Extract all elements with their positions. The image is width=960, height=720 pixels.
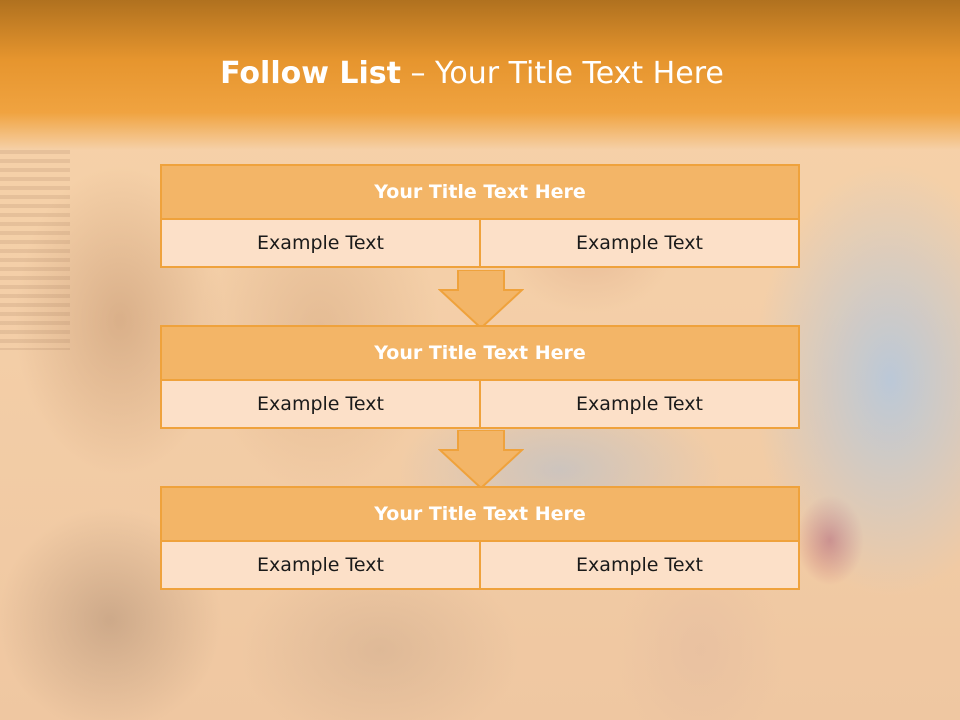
step-box-2: Your Title Text Here Example Text Exampl… (160, 325, 800, 429)
step-2-left-cell: Example Text (160, 379, 481, 429)
window-blinds (0, 150, 70, 350)
step-title-2: Your Title Text Here (160, 325, 800, 381)
step-title-1: Your Title Text Here (160, 164, 800, 220)
step-box-1: Your Title Text Here Example Text Exampl… (160, 164, 800, 268)
down-arrow-icon (438, 270, 524, 330)
step-1-right-cell: Example Text (479, 218, 800, 268)
down-arrow-icon (438, 430, 524, 490)
slide-title-bold: Follow List (220, 56, 401, 91)
slide-title: Follow List – Your Title Text Here (0, 54, 944, 94)
step-box-3: Your Title Text Here Example Text Exampl… (160, 486, 800, 590)
slide-title-rest: – Your Title Text Here (400, 56, 724, 91)
step-row-3: Example Text Example Text (160, 540, 800, 590)
step-row-1: Example Text Example Text (160, 218, 800, 268)
step-2-right-cell: Example Text (479, 379, 800, 429)
step-3-left-cell: Example Text (160, 540, 481, 590)
step-title-3: Your Title Text Here (160, 486, 800, 542)
step-1-left-cell: Example Text (160, 218, 481, 268)
step-3-right-cell: Example Text (479, 540, 800, 590)
title-banner (0, 0, 960, 150)
step-row-2: Example Text Example Text (160, 379, 800, 429)
